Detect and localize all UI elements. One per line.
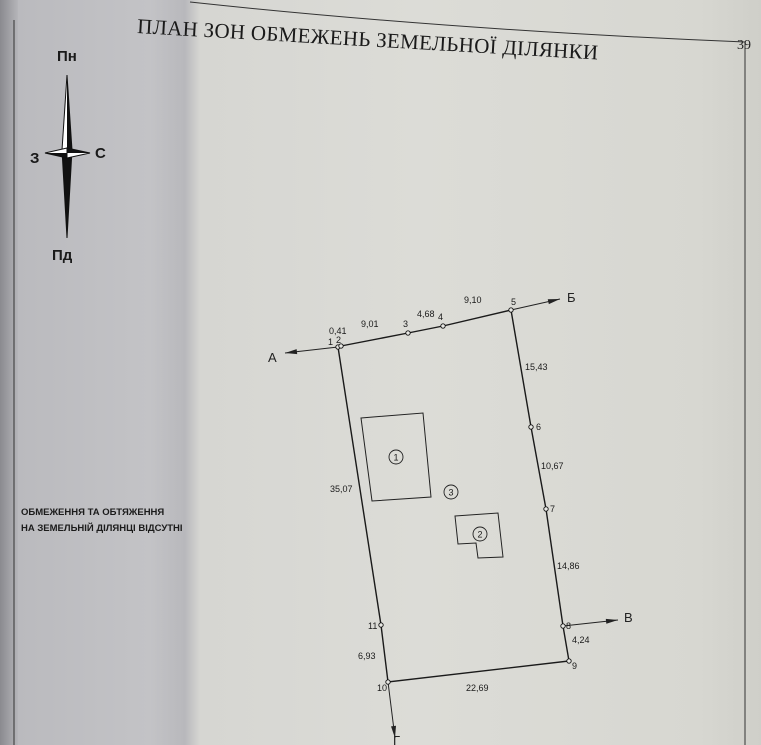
vertex-label: 9 — [572, 661, 577, 671]
page-frame — [13, 1, 746, 745]
vertex-marker — [378, 622, 384, 628]
object-number: 2 — [477, 530, 482, 540]
arrowhead-icon — [391, 725, 396, 738]
vertex-label: 8 — [566, 621, 571, 631]
vertex-marker — [440, 323, 446, 329]
object-number: 3 — [448, 488, 453, 498]
distance-label: 22,69 — [466, 683, 489, 693]
distance-label: 35,07 — [330, 484, 353, 494]
vertex-marker — [405, 330, 411, 336]
vertex-label: 1 — [328, 337, 333, 347]
compass-rose-icon: Пн З С Пд — [30, 48, 106, 264]
distance-label: 0,41 — [329, 326, 347, 336]
direction-label: В — [624, 610, 633, 625]
vertex-label: 3 — [403, 319, 408, 329]
distance-label: 10,67 — [541, 461, 564, 471]
arrowhead-icon — [285, 349, 298, 355]
vertex-label: 10 — [377, 683, 387, 693]
compass-west-label: З — [30, 150, 39, 167]
direction-label: Г — [393, 733, 400, 745]
restrictions-note: ОБМЕЖЕННЯ ТА ОБТЯЖЕННЯ НА ЗЕМЕЛЬНІЙ ДІЛЯ… — [21, 505, 183, 537]
vertex-marker — [528, 424, 534, 430]
vertex-marker — [338, 343, 344, 349]
vertex-label: 4 — [438, 312, 443, 322]
building-1 — [360, 412, 432, 502]
distance-label: 6,93 — [358, 651, 376, 661]
object-number-circle — [443, 484, 459, 500]
direction-label: Б — [567, 290, 576, 305]
building-2 — [454, 512, 504, 559]
distance-label: 9,01 — [361, 319, 379, 329]
distance-label: 9,10 — [464, 295, 482, 305]
vertex-label: 7 — [550, 504, 555, 514]
compass-south-label: Пд — [52, 247, 73, 264]
direction-label: А — [268, 350, 277, 365]
arrowhead-icon — [605, 618, 618, 624]
note-line-1: ОБМЕЖЕННЯ ТА ОБТЯЖЕННЯ — [21, 507, 165, 518]
vertex-marker — [508, 307, 514, 313]
object-number: 1 — [393, 453, 398, 463]
vertex-marker — [560, 623, 566, 629]
compass-east-label: С — [95, 145, 106, 162]
vertex-label: 2 — [336, 335, 341, 345]
distance-label: 4,68 — [417, 309, 435, 319]
distance-label: 15,43 — [525, 362, 548, 372]
parcel-boundary — [337, 309, 570, 683]
vertex-marker — [566, 658, 572, 664]
vertex-label: 5 — [511, 297, 516, 307]
compass-north-label: Пн — [57, 48, 77, 65]
vertex-label: 11 — [368, 621, 377, 631]
distance-label: 4,24 — [572, 635, 590, 645]
note-line-2: НА ЗЕМЕЛЬНІЙ ДІЛЯНЦІ ВІДСУТНІ — [21, 523, 183, 534]
distance-label: 14,86 — [557, 561, 580, 571]
vertex-marker — [543, 506, 549, 512]
vertex-marker — [385, 679, 391, 685]
object-number-circle — [472, 526, 488, 542]
vertex-label: 6 — [536, 422, 541, 432]
arrowhead-icon — [547, 299, 560, 305]
object-number-circle — [388, 449, 404, 465]
